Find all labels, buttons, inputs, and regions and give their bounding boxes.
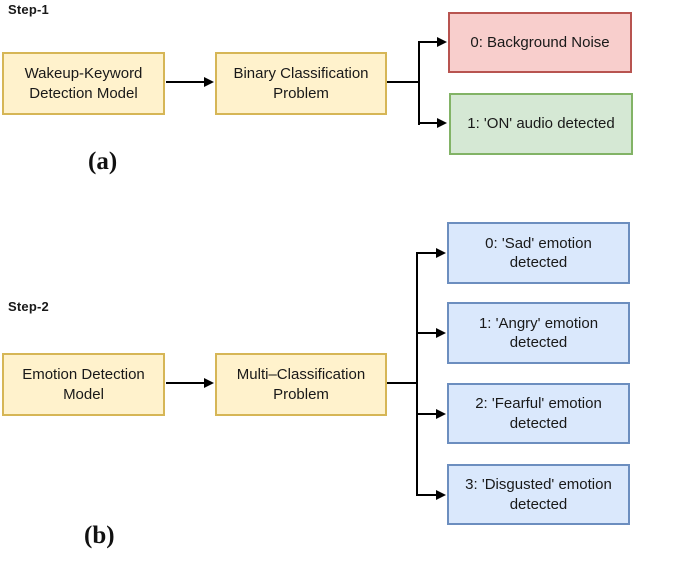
step2-branch-arrowhead-3-icon — [436, 409, 446, 419]
step1-model-box: Wakeup-Keyword Detection Model — [2, 52, 165, 115]
step2-problem-box: Multi–Classification Problem — [215, 353, 387, 416]
step1-branch-bottom-arrowhead-icon — [437, 118, 447, 128]
step2-branch-line-4 — [416, 494, 436, 496]
step2-output-angry-box: 1: 'Angry' emotion detected — [447, 302, 630, 364]
step1-model-to-problem-arrowhead-icon — [204, 77, 214, 87]
step1-output-on-audio-box: 1: 'ON' audio detected — [449, 93, 633, 155]
step1-branch-vertical-line — [418, 41, 420, 125]
step2-branch-arrowhead-4-icon — [436, 490, 446, 500]
step2-model-box: Emotion Detection Model — [2, 353, 165, 416]
step2-branch-line-2 — [416, 332, 436, 334]
step1-problem-box: Binary Classification Problem — [215, 52, 387, 115]
step2-output-disgusted-box: 3: 'Disgusted' emotion detected — [447, 464, 630, 525]
step2-output-fearful-box: 2: 'Fearful' emotion detected — [447, 383, 630, 444]
step2-output-sad-box: 0: 'Sad' emotion detected — [447, 222, 630, 284]
step1-model-to-problem-line — [166, 81, 204, 83]
step1-branch-bottom-line — [418, 122, 437, 124]
step2-branch-stem-line — [387, 382, 418, 384]
step2-caption: (b) — [84, 522, 115, 549]
step2-branch-line-1 — [416, 252, 436, 254]
step1-caption: (a) — [88, 148, 118, 175]
step2-branch-line-3 — [416, 413, 436, 415]
step2-model-to-problem-arrowhead-icon — [204, 378, 214, 388]
step2-branch-vertical-line — [416, 252, 418, 496]
step2-branch-arrowhead-1-icon — [436, 248, 446, 258]
step1-branch-top-line — [418, 41, 437, 43]
step1-label: Step-1 — [8, 2, 49, 17]
step2-model-to-problem-line — [166, 382, 204, 384]
step1-output-background-noise-box: 0: Background Noise — [448, 12, 632, 73]
step2-branch-arrowhead-2-icon — [436, 328, 446, 338]
step1-branch-top-arrowhead-icon — [437, 37, 447, 47]
step1-branch-stem-line — [387, 81, 420, 83]
step2-label: Step-2 — [8, 299, 49, 314]
